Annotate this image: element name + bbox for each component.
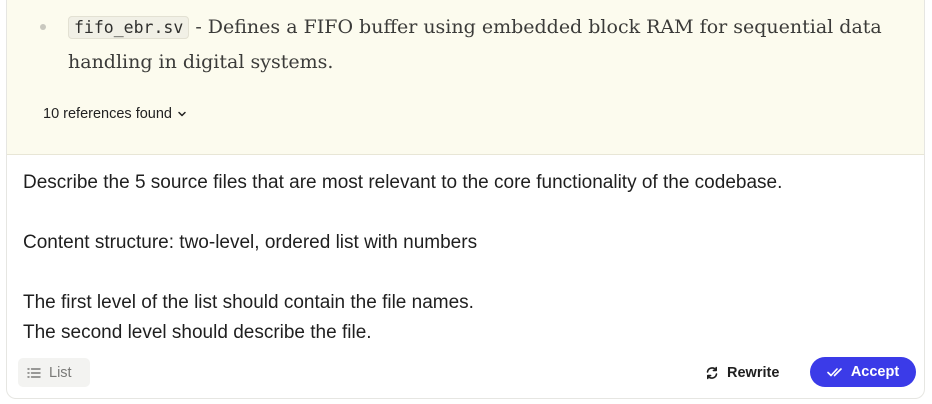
accept-button[interactable]: Accept: [810, 357, 916, 387]
list-icon: [27, 367, 41, 378]
chevron-down-icon: [178, 111, 186, 117]
rewrite-button[interactable]: Rewrite: [697, 358, 797, 387]
file-name-code: fifo_ebr.sv: [68, 16, 190, 39]
prompt-line: The first level of the list should conta…: [23, 292, 474, 313]
prompt-line: Content structure: two-level, ordered li…: [23, 232, 478, 253]
accept-label: Accept: [850, 364, 900, 380]
references-toggle[interactable]: 10 references found: [43, 104, 188, 124]
file-description-item: fifo_ebr.sv - Defines a FIFO buffer usin…: [68, 10, 908, 80]
refresh-icon: [706, 366, 718, 379]
bullet-dot-icon: [40, 24, 46, 30]
rewrite-label: Rewrite: [727, 364, 780, 381]
references-label: 10 references found: [43, 106, 172, 122]
file-description: - Defines a FIFO buffer using embedded b…: [68, 16, 882, 73]
prompt-line: Describe the 5 source files that are mos…: [23, 172, 783, 193]
prompt-line: The second level should describe the fil…: [23, 322, 372, 343]
list-format-button[interactable]: List: [18, 358, 90, 387]
prompt-text-editor[interactable]: Describe the 5 source files that are mos…: [23, 168, 903, 348]
answer-panel: fifo_ebr.sv - Defines a FIFO buffer usin…: [7, 0, 924, 155]
chat-card: fifo_ebr.sv - Defines a FIFO buffer usin…: [6, 0, 925, 399]
double-check-icon: [827, 368, 842, 377]
list-label: List: [49, 364, 72, 381]
